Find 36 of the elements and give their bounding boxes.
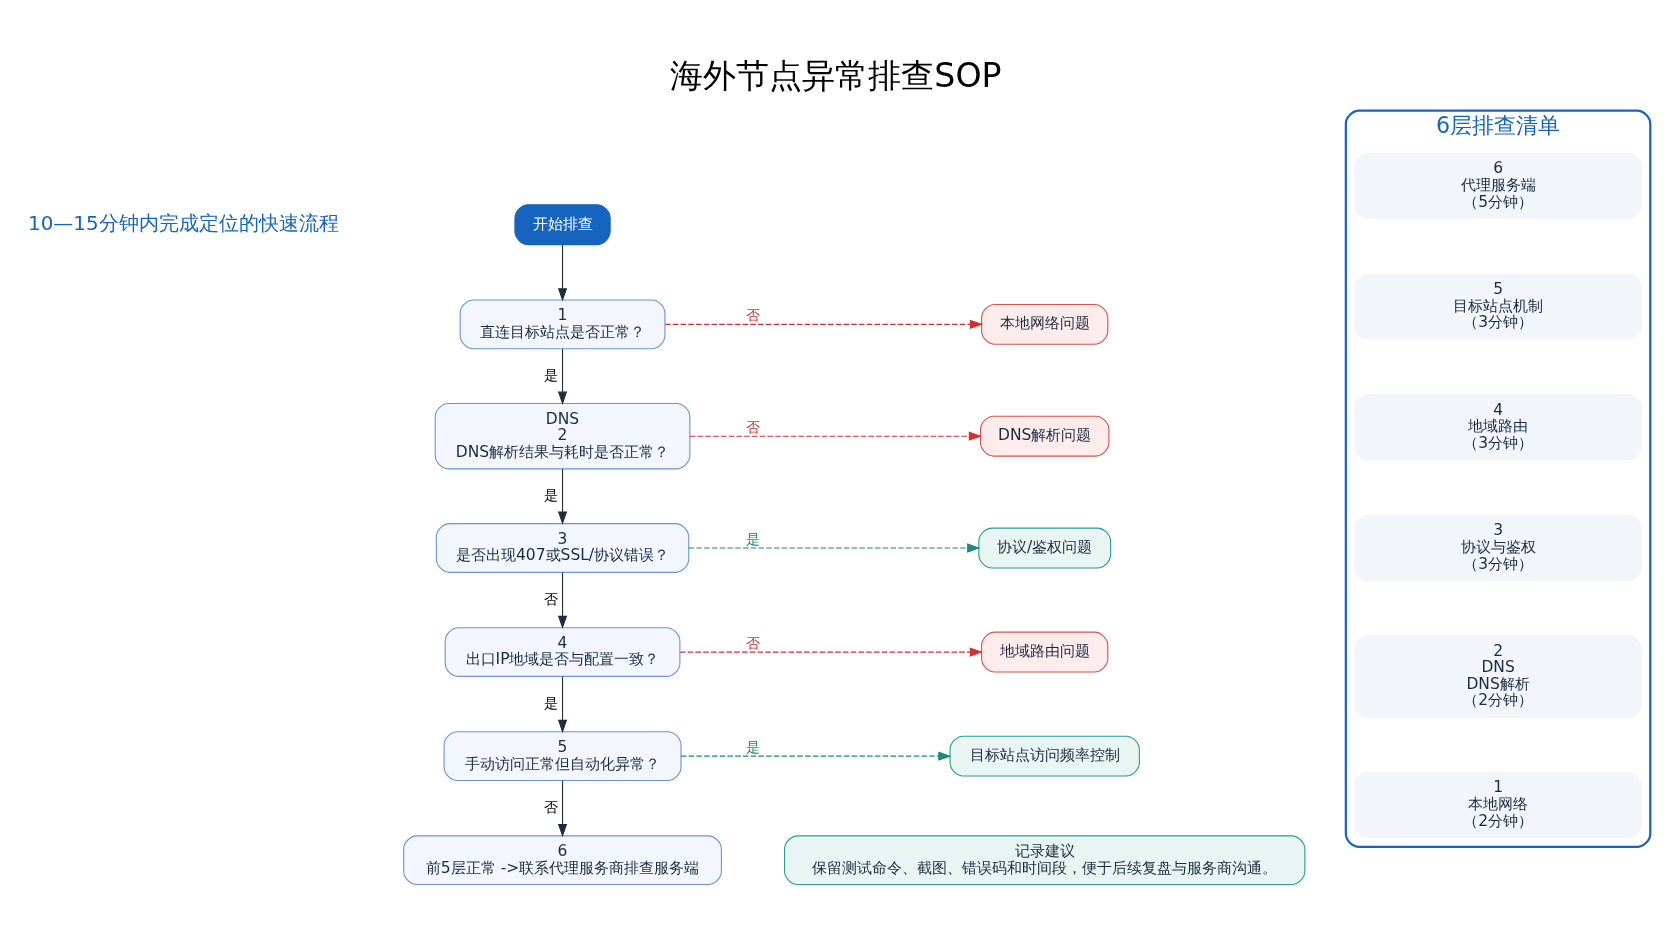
node-box: 4 出口IP地域是否与配置一致？ — [444, 627, 681, 677]
arrow — [557, 244, 568, 302]
node-box: 1 直连目标站点是否正常？ — [459, 299, 666, 350]
node-box: 记录建议 保留测试命令、截图、错误码和时间段，便于后续复盘与服务商沟通。 — [783, 835, 1306, 886]
arrow — [688, 543, 981, 553]
node-box: 协议/鉴权问题 — [978, 527, 1112, 569]
node-box: 目标站点访问频率控制 — [949, 735, 1140, 777]
arrow — [557, 468, 568, 525]
node-box: DNS解析问题 — [979, 415, 1110, 457]
edge-label: 否 — [544, 798, 559, 815]
node-box: 本地网络问题 — [981, 303, 1109, 345]
arrow — [680, 751, 952, 761]
edge-label: 是 — [544, 366, 559, 383]
node-box: 5 手动访问正常但自动化异常？ — [443, 731, 682, 782]
edge-label: 是 — [544, 694, 559, 711]
node-box: 开始排查 — [514, 204, 611, 246]
node-box: DNS 2 DNS解析结果与耗时是否正常？ — [434, 402, 691, 470]
edge-label: 否 — [745, 635, 760, 652]
edge-label: 是 — [745, 531, 760, 548]
arrow — [664, 319, 984, 329]
node-box: 地域路由问题 — [981, 631, 1109, 673]
arrow — [689, 431, 983, 441]
arrow — [557, 780, 568, 838]
edge-label: 否 — [745, 419, 760, 436]
node-box: 3 是否出现407或SSL/协议错误？ — [435, 523, 690, 573]
arrow — [557, 571, 568, 630]
arrow — [557, 348, 568, 405]
arrow — [679, 647, 984, 657]
edge-label: 是 — [544, 487, 559, 504]
edge-label: 是 — [745, 739, 760, 756]
edge-label: 否 — [745, 307, 760, 324]
label: 10—15分钟内完成定位的快速流程 — [28, 211, 339, 235]
diagram-title: 海外节点异常排查SOP — [670, 56, 1002, 96]
edge-label: 否 — [544, 590, 559, 607]
arrow — [557, 676, 568, 734]
node-box: 6 前5层正常 ->联系代理服务商排查服务端 — [403, 835, 722, 886]
